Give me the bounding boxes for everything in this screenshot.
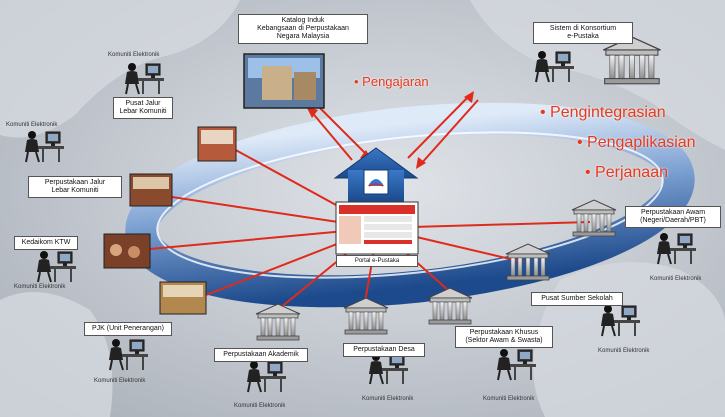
text-perjanaan: • Perjanaan	[585, 164, 668, 181]
caption-electronic-community-9: Komuniti Elektronik	[650, 276, 702, 282]
caption-electronic-community-6: Komuniti Elektronik	[362, 396, 414, 402]
caption-electronic-community-1: Komuniti Elektronik	[108, 52, 160, 58]
label-public-library: Perpustakaan Awam (Negeri/Daerah/PBT)	[625, 206, 721, 228]
photo-thumbnails	[103, 53, 325, 315]
caption-electronic-community-2: Komuniti Elektronik	[6, 122, 58, 128]
caption-electronic-community-3: Komuniti Elektronik	[14, 284, 66, 290]
caption-electronic-community-4: Komuniti Elektronik	[94, 378, 146, 384]
caption-electronic-community-5: Komuniti Elektronik	[234, 403, 286, 409]
label-community-broadband: Pusat Jalur Lebar Komuniti	[113, 97, 173, 119]
label-ktw-village: Kedaikom KTW	[14, 236, 78, 250]
label-portal: Portal e-Pustaka	[336, 255, 418, 267]
label-consortium-system: Sistem di Konsortium e-Pustaka	[533, 22, 633, 44]
label-village-library: Perpustakaan Desa	[343, 343, 425, 357]
caption-electronic-community-7: Komuniti Elektronik	[483, 396, 535, 402]
central-portal	[333, 147, 419, 255]
label-national-catalog: Katalog Induk Kebangsaan di Perpustakaan…	[238, 14, 368, 44]
caption-electronic-community-8: Komuniti Elektronik	[598, 348, 650, 354]
integration-ring	[125, 102, 695, 308]
label-special-library: Perpustakaan Khusus (Sektor Awam & Swast…	[455, 326, 553, 348]
text-pengintegrasian: • Pengintegrasian	[540, 104, 666, 121]
label-academic-library: Perpustakaan Akademik	[214, 348, 308, 362]
label-school-resource-center: Pusat Sumber Sekolah	[531, 292, 623, 306]
label-information-unit: PJK (Unit Penerangan)	[84, 322, 172, 336]
label-broadband-library: Perpustakaan Jalur Lebar Komuniti	[28, 176, 122, 198]
text-pengajaran: • Pengajaran	[354, 74, 429, 89]
text-pengaplikasian: • Pengaplikasian	[577, 134, 696, 151]
